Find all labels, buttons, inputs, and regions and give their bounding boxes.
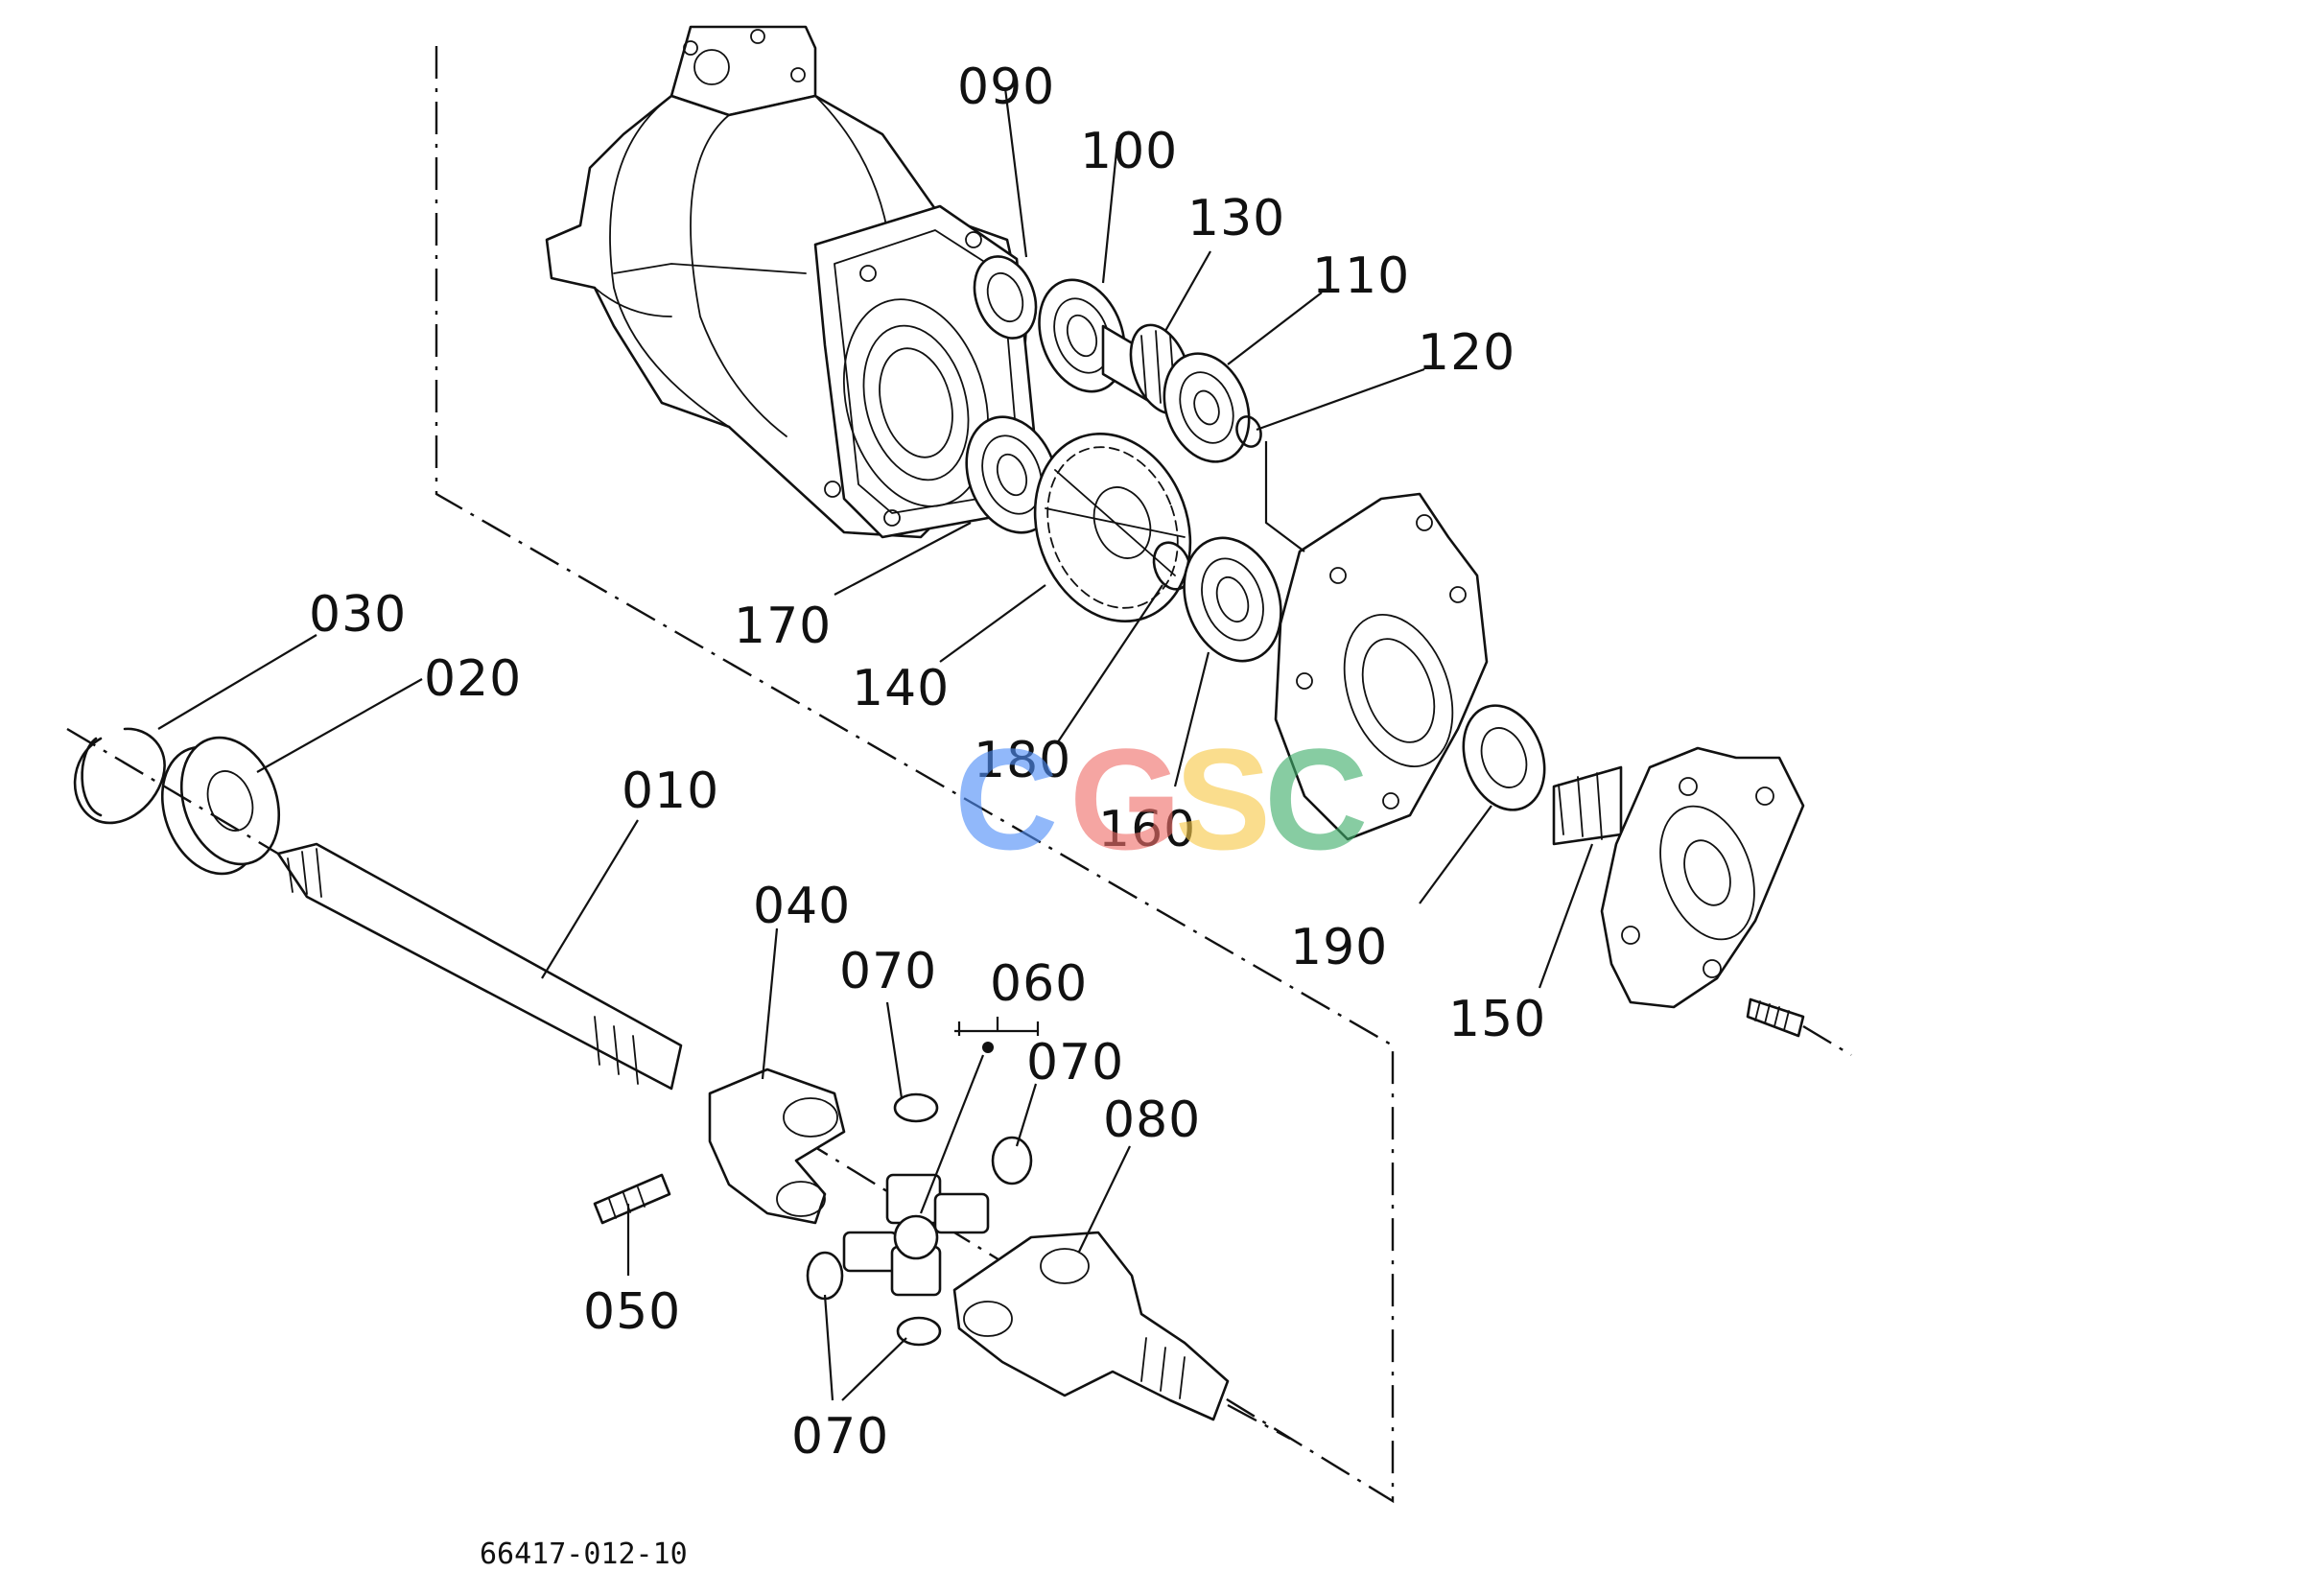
label-170: 170 <box>734 598 832 655</box>
watermark-letter-2: G <box>1069 718 1182 880</box>
label-040: 040 <box>753 878 851 935</box>
watermark-letter-4: C <box>1264 718 1368 880</box>
input-shaft-010 <box>66 727 683 1091</box>
label-010: 010 <box>622 763 719 820</box>
watermark-letter-1: C <box>954 718 1058 880</box>
bearing-160 <box>1183 536 1282 663</box>
leader-lines <box>157 87 1594 1401</box>
label-070-right: 070 <box>1026 1034 1124 1091</box>
bearing-090 <box>973 255 1038 340</box>
label-070-top: 070 <box>839 943 937 1000</box>
yoke-040 <box>708 1068 846 1225</box>
label-150: 150 <box>1448 991 1546 1048</box>
label-030: 030 <box>309 586 407 644</box>
label-120: 120 <box>1418 324 1515 382</box>
label-090: 090 <box>957 59 1055 116</box>
flange-150 <box>1552 746 1805 1009</box>
watermark-logo: C G S C <box>954 718 1368 880</box>
label-180: 180 <box>974 732 1071 789</box>
label-140: 140 <box>852 660 950 717</box>
label-060: 060 <box>990 955 1088 1013</box>
drawing-code: 66417-012-10 <box>480 1537 688 1571</box>
snap-ring-180 <box>1152 541 1192 591</box>
label-070-bottom: 070 <box>791 1408 889 1466</box>
stud-pin <box>1746 998 1852 1057</box>
label-190: 190 <box>1290 919 1388 976</box>
bearing-110 <box>1163 352 1251 463</box>
label-080: 080 <box>1103 1091 1201 1149</box>
label-100: 100 <box>1080 123 1178 180</box>
label-050: 050 <box>583 1283 681 1341</box>
watermark-letter-3: S <box>1175 718 1271 880</box>
label-160: 160 <box>1098 801 1196 858</box>
oil-seal-190 <box>1462 704 1546 811</box>
label-130: 130 <box>1187 190 1285 247</box>
bearing-020 <box>160 736 281 876</box>
label-110: 110 <box>1312 247 1410 305</box>
part-labels: 090 100 130 110 120 170 140 180 160 190 … <box>309 59 1546 1466</box>
cover-plate <box>1274 492 1489 841</box>
yoke-080 <box>952 1231 1291 1441</box>
label-020: 020 <box>424 650 522 708</box>
snap-ring-030 <box>73 727 166 825</box>
spider-060 <box>842 1042 994 1297</box>
spring-pin-050 <box>593 1173 671 1225</box>
cover-alignment-line <box>1264 441 1305 552</box>
